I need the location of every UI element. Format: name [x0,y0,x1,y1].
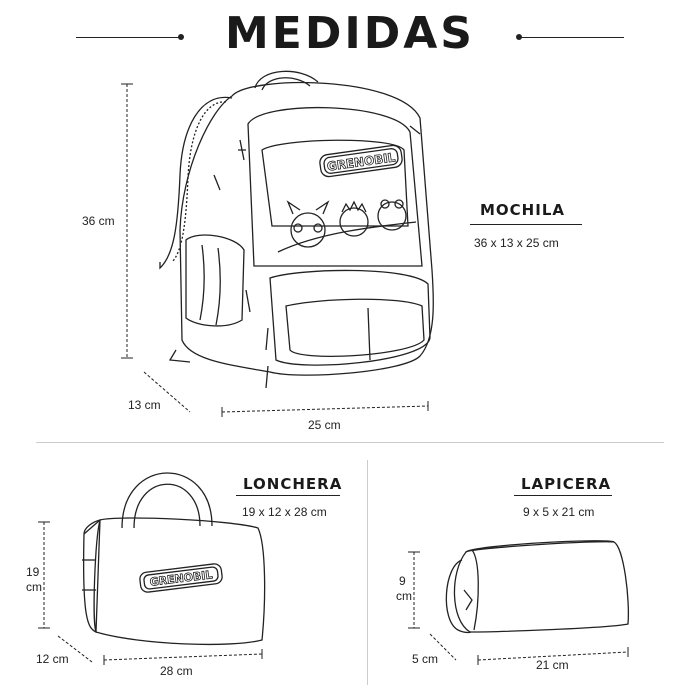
title-right-dot [516,34,522,40]
lunchbox-height-label: 19 [26,565,40,579]
backpack-illustration [159,70,434,389]
backpack-height-label: 36 cm [82,214,115,228]
backpack-dims: 36 x 13 x 25 cm [474,236,559,250]
pencilcase-illustration [445,540,630,634]
pencilcase-width-label: 21 cm [536,658,569,672]
title-left-rule [76,37,180,38]
section-divider [36,442,664,443]
lunchbox-name-underline [236,495,340,496]
backpack-depth-label: 13 cm [128,398,161,412]
dimension-lines [43,84,629,663]
pencilcase-name: LAPICERA [521,475,612,493]
title-left-dot [178,34,184,40]
page-title: MEDIDAS [224,8,475,59]
pencilcase-name-underline [514,495,612,496]
pencilcase-height-unit: cm [396,589,412,603]
title-right-rule [520,37,624,38]
lunchbox-height-unit: cm [26,580,42,594]
column-divider [367,460,368,685]
dimension-ticks [38,83,629,665]
backpack-width-label: 25 cm [308,418,341,432]
pencilcase-height-label: 9 [399,574,406,588]
backpack-name-underline [470,224,582,225]
lunchbox-dims: 19 x 12 x 28 cm [242,505,327,519]
backpack-name: MOCHILA [480,201,565,219]
lunchbox-name: LONCHERA [243,475,343,493]
lunchbox-width-label: 28 cm [160,664,193,678]
pencilcase-dims: 9 x 5 x 21 cm [523,505,595,519]
pencilcase-depth-label: 5 cm [412,652,439,666]
lunchbox-depth-label: 12 cm [36,652,69,666]
lunchbox-illustration [82,472,266,646]
